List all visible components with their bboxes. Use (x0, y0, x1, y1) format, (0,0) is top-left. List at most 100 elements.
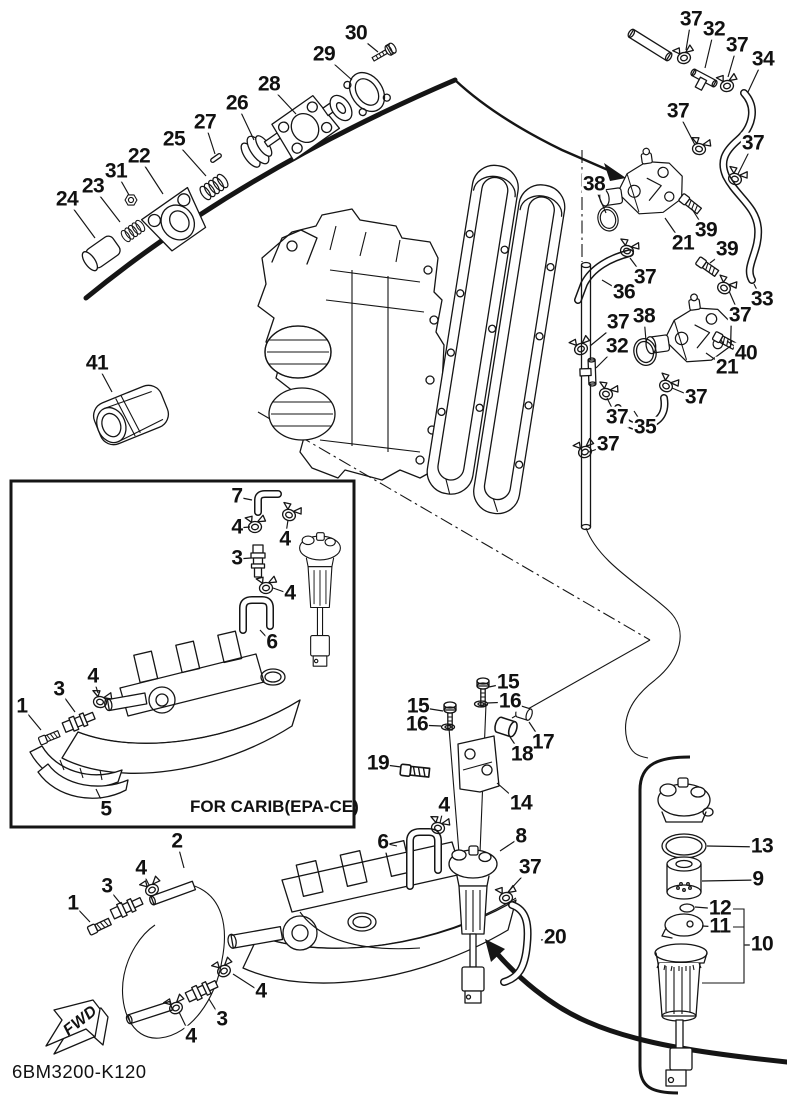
ring-12-drawing (679, 903, 695, 913)
sweep-arrow-top (83, 77, 626, 301)
leader-line (499, 836, 522, 852)
joint-3-bl-b (183, 976, 221, 1005)
oring-38-upper (594, 203, 622, 235)
leader-line (488, 682, 509, 688)
clamp-37-j (572, 437, 598, 461)
fuel-pipe (580, 261, 592, 531)
spring-23 (118, 218, 148, 244)
hose-kit-drawing (86, 874, 237, 1039)
leader-line (737, 143, 754, 175)
leader-line (701, 879, 759, 882)
clamp-4-bl-b (210, 955, 237, 981)
leader-line (232, 973, 262, 993)
leader-line (417, 706, 444, 712)
pin-27 (210, 153, 222, 163)
grommet-18 (492, 715, 520, 739)
screw-39-b (694, 255, 720, 278)
fuel-rail-pipe-end (627, 28, 673, 62)
clamp-37-a (671, 43, 697, 67)
leader-line (439, 805, 445, 824)
float-11-drawing (661, 913, 704, 939)
leader-line (176, 841, 185, 869)
leader-line (540, 937, 556, 941)
leader-line (509, 736, 523, 756)
leader-line (236, 557, 252, 560)
leader-line (21, 706, 42, 731)
pump-bracket-22 (140, 186, 207, 252)
leader-line (629, 257, 646, 279)
callout-bracket-10 (702, 908, 753, 984)
leader-line (377, 763, 402, 768)
part-code: 6BM3200-K120 (12, 1061, 147, 1082)
fuel-filter-8-drawing (448, 845, 498, 1004)
leader-line (643, 316, 647, 342)
sweep-arrow-bottom (485, 939, 787, 1065)
leader-line (92, 186, 121, 223)
fuel-filter-inset (299, 532, 341, 667)
exploded-filter-drawing (654, 777, 753, 1087)
leader-line (355, 33, 379, 53)
joint-3-bl-a (108, 893, 146, 922)
plug-24 (81, 235, 121, 272)
nut-31 (124, 194, 138, 206)
leader-line (601, 279, 625, 294)
joint-3-inset-b (60, 708, 98, 735)
inset-drawing (29, 490, 341, 799)
clamp-4-inset-c (255, 575, 279, 595)
clamp-37-i (654, 371, 682, 397)
bracket-hardware-drawing (399, 677, 535, 793)
hose-6-main (406, 828, 442, 890)
valve-stack-26 (240, 131, 282, 168)
leader-line (272, 587, 291, 595)
leader-line (106, 886, 122, 905)
leader-line (486, 701, 511, 704)
exploded-pump-parts-drawing (81, 41, 399, 272)
fuel-pump-21-lower (639, 288, 737, 370)
bolt-30 (369, 41, 399, 65)
leader-line (138, 156, 164, 195)
construction-lines (257, 150, 651, 854)
leader-line (259, 629, 273, 644)
leader-line (72, 903, 91, 923)
joint-3-inset-a (250, 544, 266, 578)
leader-line (507, 867, 531, 893)
leader-line (595, 346, 618, 369)
screw-19 (399, 763, 431, 780)
leader-line (115, 171, 130, 196)
leader-line (268, 84, 297, 115)
leader-line (727, 45, 738, 78)
fuel-pumps-and-hoses-drawing (568, 28, 763, 759)
leader-line (671, 387, 697, 399)
pump-cover-29 (343, 71, 391, 117)
hose-routing-line (585, 527, 681, 759)
inset-box-border (9, 479, 356, 829)
cylinder-block-drawing (257, 208, 445, 481)
filter-cup-10-drawing (654, 943, 708, 1087)
leader-line (416, 724, 442, 727)
leader-line (704, 29, 715, 69)
detail-view-bracket (638, 755, 691, 1095)
leader-line (66, 199, 96, 239)
screw-1-bl (86, 916, 113, 936)
leader-line (677, 111, 696, 146)
leader-line (694, 906, 721, 910)
screw-39-a (677, 192, 703, 216)
filter-element-9-drawing (666, 856, 702, 900)
leader-line (96, 363, 113, 393)
leader-line (753, 283, 763, 301)
leader-line (709, 249, 728, 264)
leader-line (589, 322, 619, 347)
hose-6-inset (239, 596, 274, 634)
leader-line (664, 217, 684, 245)
leader-line (701, 925, 721, 928)
leader-line (236, 103, 255, 141)
cylinder-head-cover-drawing (426, 164, 566, 515)
clamp-4-inset-b (278, 500, 304, 525)
leader-line (747, 59, 764, 93)
leader-line (204, 122, 216, 155)
rail-shells-5 (29, 745, 129, 799)
leader-line (284, 519, 289, 541)
leader-line (323, 54, 353, 81)
